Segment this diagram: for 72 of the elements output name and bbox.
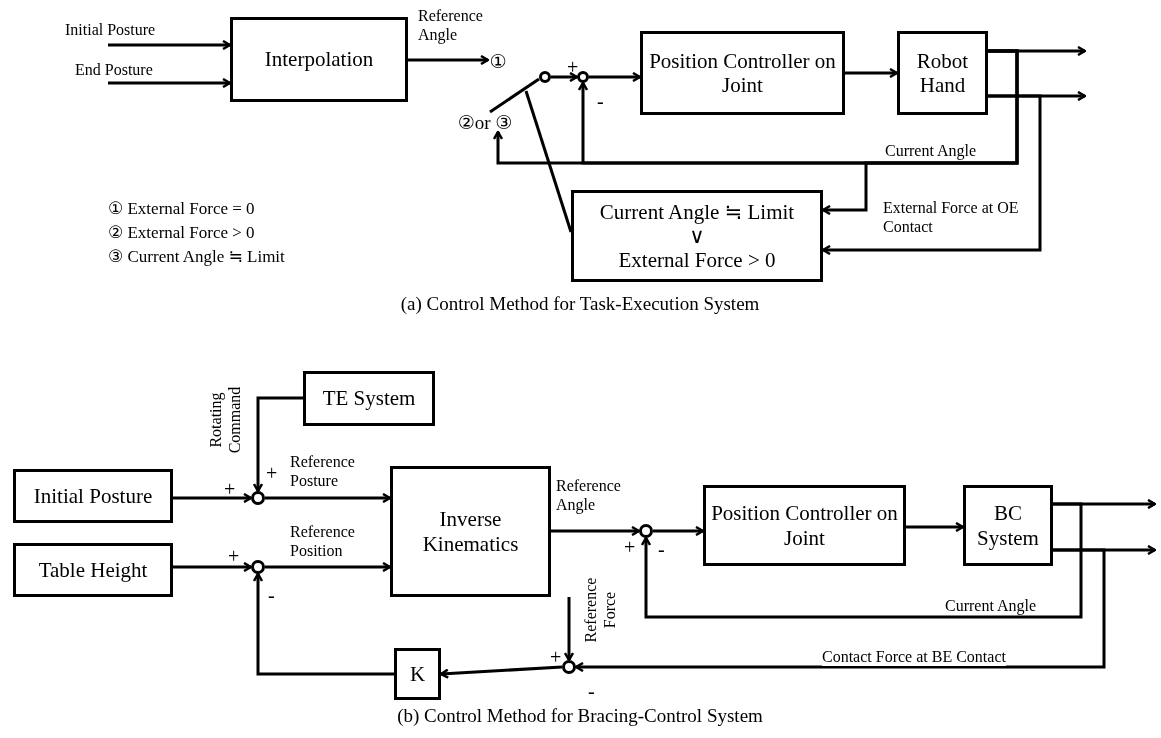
block-box: [13, 543, 173, 597]
arrow: [252, 572, 394, 676]
caption: (a) Control Method for Task-Execution System: [400, 293, 760, 315]
block-label: Current Angle ≒ Limit: [599, 199, 795, 224]
block-label: ∨: [689, 223, 705, 249]
arrow: [108, 39, 232, 51]
arrow: [408, 54, 490, 66]
sign-label: +: [567, 56, 579, 79]
note-text: ③ Current Angle ≒ Limit: [108, 246, 285, 267]
arrow: [265, 561, 392, 573]
block-label: TE System: [322, 386, 416, 411]
block-label: Table Height: [38, 557, 148, 583]
summing-junction: [251, 491, 265, 505]
switch-line: [524, 90, 573, 233]
block-label: Robot Hand: [915, 48, 970, 98]
arrow: [551, 71, 579, 83]
block-label: Interpolation: [264, 47, 374, 72]
switch-contact-label: ①: [488, 51, 508, 71]
block-box: [897, 31, 988, 115]
signal-line: [489, 77, 540, 114]
arrow: [574, 548, 1106, 673]
block-label: Inverse Kinematics: [421, 507, 520, 556]
edge-label: Current Angle: [885, 141, 977, 161]
block-label: Position Controller on Joint: [648, 48, 837, 98]
arrow: [640, 502, 1083, 619]
sign-label: +: [224, 478, 236, 501]
block-label: External Force > 0: [618, 248, 776, 273]
arrow: [821, 49, 1019, 216]
arrow: [439, 665, 563, 679]
block-label: BC System: [976, 501, 1040, 550]
block-box: [703, 485, 906, 566]
note-text: ② External Force > 0: [108, 222, 255, 243]
caption: (b) Control Method for Bracing-Control System: [397, 705, 763, 727]
switch-contact-label: ②or ③: [454, 112, 516, 132]
note-text: ① External Force = 0: [108, 198, 255, 219]
arrow: [252, 396, 303, 493]
arrow: [173, 492, 253, 504]
block-label: Initial Posture: [33, 483, 153, 509]
arrow: [906, 521, 965, 533]
block-box: [394, 648, 441, 700]
arrow: [653, 525, 705, 537]
summing-junction: [639, 524, 653, 538]
block-box: [571, 190, 823, 282]
block-box: [303, 371, 435, 426]
block-box: [230, 17, 408, 102]
arrow: [173, 561, 253, 573]
sign-label: -: [658, 538, 665, 561]
arrow: [845, 67, 899, 79]
arrow: [563, 597, 575, 662]
sign-label: -: [268, 584, 275, 607]
sign-label: +: [624, 536, 636, 559]
block-box: [13, 469, 173, 523]
summing-junction: [251, 560, 265, 574]
summing-junction: [539, 71, 551, 83]
summing-junction: [577, 71, 589, 83]
edge-label: Current Angle: [945, 596, 1037, 616]
arrow: [589, 71, 642, 83]
sign-label: -: [588, 680, 595, 703]
block-box: [640, 31, 845, 115]
block-box: [390, 466, 551, 597]
arrow: [821, 94, 1042, 256]
arrow: [551, 525, 641, 537]
sign-label: +: [550, 646, 562, 669]
arrow: [108, 77, 232, 89]
block-box: [963, 485, 1053, 566]
block-label: K: [409, 661, 426, 687]
arrow: [265, 492, 392, 504]
summing-junction: [562, 660, 576, 674]
block-label: Position Controller on Joint: [710, 501, 899, 550]
sign-label: +: [266, 462, 278, 485]
sign-label: +: [228, 545, 240, 568]
sign-label: -: [597, 90, 604, 113]
